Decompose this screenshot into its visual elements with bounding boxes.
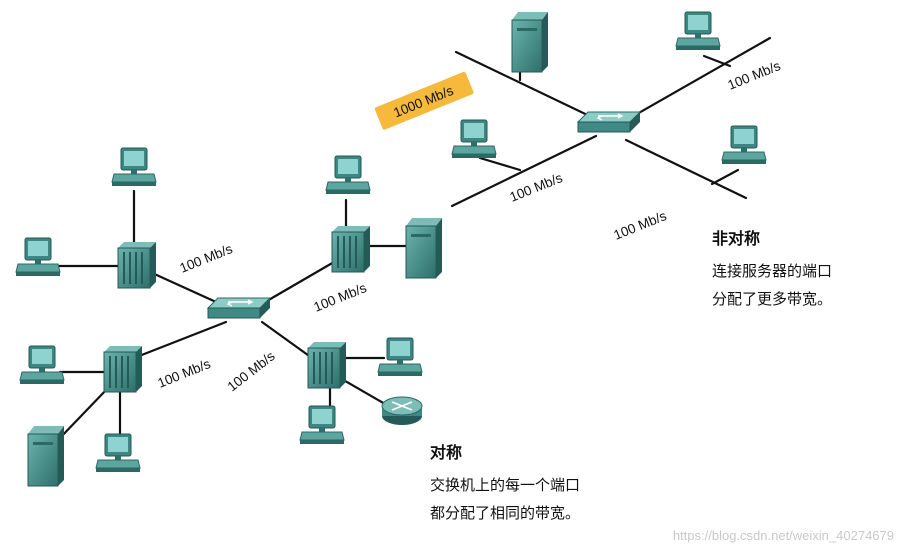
pc-icon <box>721 125 767 165</box>
hub-icon <box>103 345 143 393</box>
highlight-tag: 1000 Mb/s <box>374 71 474 130</box>
link <box>258 260 336 307</box>
pc-icon <box>19 345 65 385</box>
symmetric-title: 对称 <box>430 443 462 462</box>
link <box>132 320 228 360</box>
hub-icon <box>331 225 371 273</box>
watermark: https://blog.csdn.net/weixin_40274679 <box>673 528 894 543</box>
central-switch-icon <box>207 297 271 319</box>
asymmetric-title: 非对称 <box>712 229 760 248</box>
pc-icon <box>95 433 141 473</box>
speed-label: 100 Mb/s <box>726 58 783 93</box>
highlight-box <box>374 71 474 130</box>
asymmetric-caption: 非对称 连接服务器的端口 分配了更多带宽。 <box>712 229 832 308</box>
speed-label: 100 Mb/s <box>312 280 369 315</box>
link <box>454 50 604 124</box>
pc-icon <box>299 405 345 445</box>
speed-label: 100 Mb/s <box>178 241 235 276</box>
speed-label: 100 Mb/s <box>225 348 278 394</box>
link <box>260 320 314 360</box>
pc-icon <box>675 11 721 51</box>
link <box>628 36 772 120</box>
pc-icon <box>325 155 371 195</box>
symmetric-caption: 对称 交换机上的每一个端口 都分配了相同的带宽。 <box>430 443 580 522</box>
server-icon <box>405 217 443 279</box>
pc-icon <box>451 119 497 159</box>
router-icon <box>381 396 423 426</box>
asymmetric-line: 连接服务器的端口 <box>712 263 832 280</box>
server-icon <box>27 425 65 487</box>
server-icon <box>511 11 549 73</box>
asymmetric-line: 分配了更多带宽。 <box>712 291 832 308</box>
asymmetric-network: 1000 Mb/s 100 Mb/s 100 Mb/s 100 Mb/s <box>374 11 783 243</box>
speed-label: 100 Mb/s <box>612 208 669 243</box>
link <box>702 54 732 68</box>
pc-icon <box>15 237 61 277</box>
speed-label: 100 Mb/s <box>156 356 213 391</box>
symmetric-line: 交换机上的每一个端口 <box>430 476 580 494</box>
switch-icon <box>577 111 641 133</box>
link <box>478 156 522 172</box>
link <box>624 138 748 200</box>
link <box>710 168 740 186</box>
hub-icon <box>307 341 347 389</box>
symmetric-network: 100 Mb/s 100 Mb/s 100 Mb/s 100 Mb/s <box>15 147 443 487</box>
pc-icon <box>377 337 423 377</box>
link <box>56 386 110 442</box>
symmetric-line: 都分配了相同的带宽。 <box>430 505 580 522</box>
hub-icon <box>117 241 157 289</box>
link <box>450 134 598 208</box>
pc-icon <box>111 147 157 187</box>
